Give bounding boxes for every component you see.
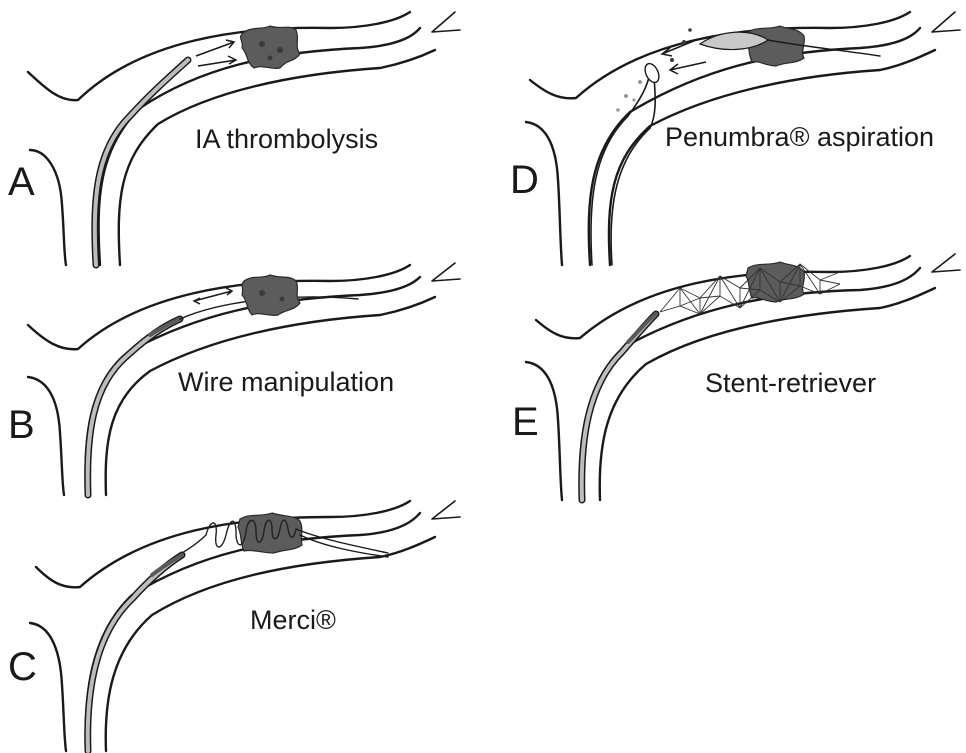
panel-c: C Merci® [0,495,470,753]
panel-caption: Merci® [250,605,336,636]
panel-letter: C [8,645,37,690]
panel-caption: Penumbra® aspiration [665,122,934,153]
panel-b: B Wire manipulation [0,255,470,500]
panel-c-vessel-drawing [0,495,470,753]
panel-caption: Stent-retriever [705,368,876,399]
panel-letter: E [512,400,539,445]
clot-b [242,275,300,315]
panel-letter: D [510,158,539,203]
panel-letter: B [8,403,35,448]
panel-letter: A [8,160,35,205]
panel-e: E Stent-retriever [500,250,966,505]
panel-a: A IA thrombolysis [0,0,470,270]
panel-d: D Penumbra® aspiration [500,0,966,268]
panel-caption: IA thrombolysis [195,124,378,155]
clot-c [238,513,302,553]
panel-caption: Wire manipulation [178,367,394,398]
clot-a [241,26,300,68]
